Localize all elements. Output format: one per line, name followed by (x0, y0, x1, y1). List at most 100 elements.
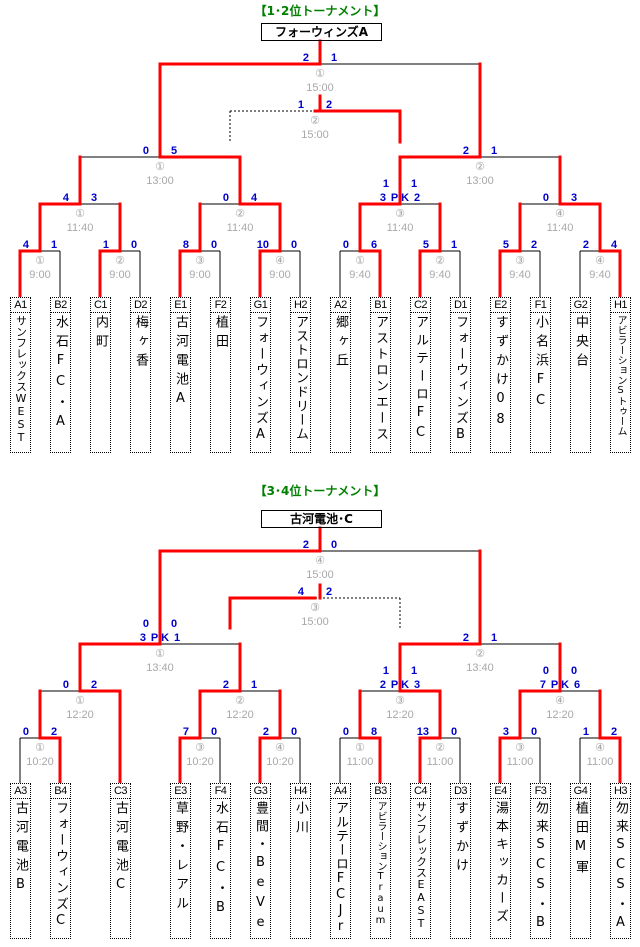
round1-kickoff-time: 10:20 (186, 756, 214, 768)
quarterfinal-kickoff-time: 11:40 (227, 222, 254, 234)
semifinal-pk-left: 3 (140, 632, 146, 644)
round1-score-right: 2 (531, 239, 537, 251)
round1-match-number: ④ (595, 255, 605, 267)
round1-score-left: 1 (103, 239, 109, 251)
team-box: H1 アビラーションSトゥーム (610, 297, 631, 453)
quarterfinal-score-right: 4 (251, 192, 258, 204)
quarterfinal-score-right: 1 (411, 665, 417, 677)
quarterfinal-match-number: ④ (555, 695, 565, 707)
team-seed-code: H1 (611, 298, 630, 313)
quarterfinal-score-left: 1 (383, 665, 389, 677)
third-place-kickoff-time: 15:00 (301, 616, 329, 628)
third-place-match-number: ③ (310, 602, 320, 614)
team-seed-code: C4 (411, 784, 430, 799)
round1-kickoff-time: 9:40 (349, 269, 370, 281)
quarterfinal-match-number: ② (235, 208, 245, 220)
round1-match-number: ① (355, 255, 365, 267)
team-seed-code: H3 (611, 784, 630, 799)
round1-kickoff-time: 9:40 (509, 269, 530, 281)
team-name: すずかけ (453, 801, 468, 877)
round1-score-left: 7 (183, 726, 189, 738)
semifinal-score-right: 1 (491, 145, 497, 157)
round1-score-right: 2 (611, 726, 617, 738)
round1-match-number: ① (35, 255, 45, 267)
round1-kickoff-time: 9:00 (269, 269, 290, 281)
quarterfinal-score-left: 2 (223, 679, 229, 691)
round1-kickoff-time: 9:00 (109, 269, 130, 281)
round1-score-left: 5 (503, 239, 509, 251)
round1-score-left: 0 (343, 726, 349, 738)
third-place-score-right: 2 (326, 99, 332, 111)
round1-score-right: 0 (211, 726, 217, 738)
quarterfinal-pk-label: P K (551, 679, 569, 691)
quarterfinal-score-right: 2 (91, 679, 97, 691)
round1-kickoff-time: 9:00 (189, 269, 210, 281)
team-seed-code: E2 (491, 298, 510, 313)
team-seed-code: B2 (51, 298, 70, 313)
team-seed-code: B3 (371, 784, 390, 799)
quarterfinal-kickoff-time: 11:40 (547, 222, 574, 234)
round1-score-right: 1 (51, 239, 57, 251)
quarterfinal-score-left: 0 (543, 665, 549, 677)
team-seed-code: E3 (171, 784, 190, 799)
semifinal-kickoff-time: 13:00 (466, 175, 494, 187)
team-seed-code: C2 (411, 298, 430, 313)
team-name: 中央台 (573, 315, 588, 372)
team-name: 小川 (293, 801, 308, 839)
round1-score-right: 0 (531, 726, 537, 738)
round1-kickoff-time: 10:20 (26, 756, 54, 768)
quarterfinal-pk-left: 7 (540, 679, 546, 691)
round1-score-right: 0 (451, 726, 457, 738)
team-seed-code: C1 (91, 298, 110, 313)
team-name: アルテーロFCJr (333, 801, 348, 935)
quarterfinal-score-right: 3 (571, 192, 577, 204)
round1-kickoff-time: 11:00 (427, 756, 454, 768)
team-seed-code: D1 (451, 298, 470, 313)
quarterfinal-score-right: 1 (411, 178, 417, 190)
team-name: アビラーションSトゥーム (615, 315, 626, 436)
round1-match-number: ④ (275, 742, 285, 754)
team-name: アルテーロFC (413, 315, 428, 445)
team-name: フォーウィンズC (53, 801, 68, 931)
team-name: アビラーションTraum (375, 801, 386, 926)
quarterfinal-match-number: ① (75, 208, 85, 220)
third-place-score-left: 4 (298, 586, 305, 598)
champion-box-3-4: 古河電池･C (261, 510, 382, 528)
team-box: B3 アビラーションTraum (370, 783, 391, 939)
team-name: 豊間・BeVe (253, 801, 268, 935)
team-seed-code: H2 (291, 298, 310, 313)
semifinal-score-left: 0 (143, 145, 149, 157)
winner-path-lines (18, 39, 622, 785)
third-place-score-left: 1 (298, 99, 304, 111)
team-name: 水石FC・B (213, 801, 228, 921)
quarterfinal-pk-label: P K (391, 679, 409, 691)
round1-kickoff-time: 11:00 (587, 756, 614, 768)
quarterfinal-kickoff-time: 12:20 (386, 709, 414, 721)
team-name: 梅ヶ香 (133, 315, 148, 372)
quarterfinal-pk-right: 3 (414, 679, 420, 691)
quarterfinal-kickoff-time: 11:40 (67, 222, 94, 234)
round1-score-left: 3 (503, 726, 509, 738)
final-score-right: 0 (331, 539, 337, 551)
team-seed-code: F1 (531, 298, 550, 313)
round1-score-right: 1 (451, 239, 457, 251)
team-name: 勿来SCS・B (533, 801, 548, 935)
round1-score-left: 2 (263, 726, 269, 738)
semifinal-kickoff-time: 13:00 (146, 175, 174, 187)
quarterfinal-score-left: 1 (383, 178, 389, 190)
round1-score-left: 1 (583, 726, 589, 738)
team-seed-code: H4 (291, 784, 310, 799)
